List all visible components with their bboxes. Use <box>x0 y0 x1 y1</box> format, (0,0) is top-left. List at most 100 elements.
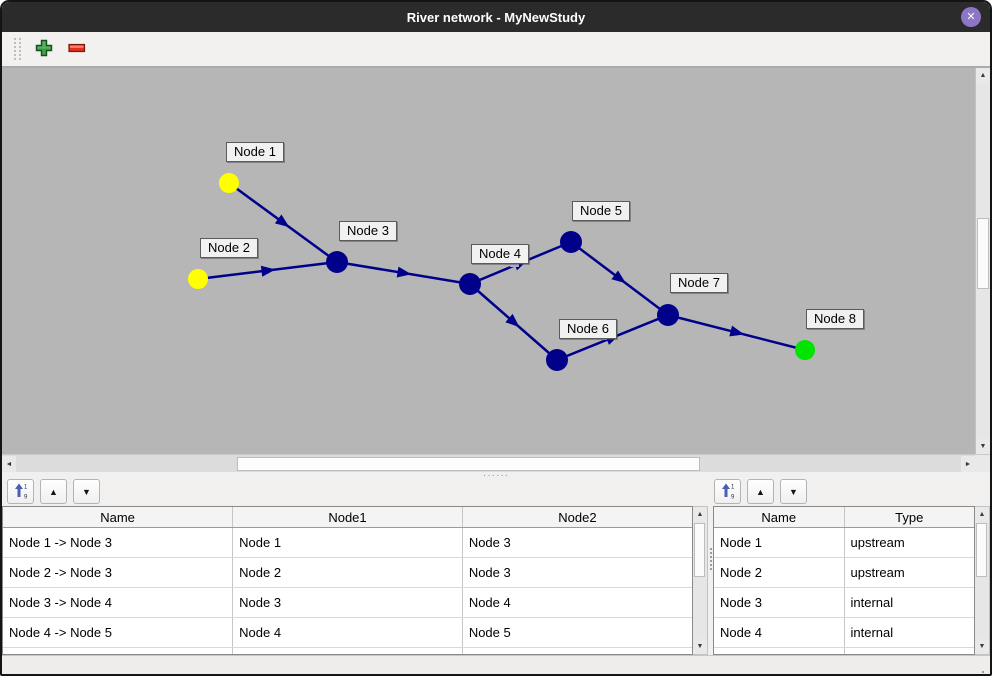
reaches-table-scrollbar[interactable]: ▲ ▼ <box>693 506 708 655</box>
table-cell[interactable]: Node 4 -> Node 5 <box>3 617 234 648</box>
node-label[interactable]: Node 2 <box>200 238 258 258</box>
reaches-sort-button[interactable]: 1 9 <box>7 479 34 504</box>
table-cell[interactable]: Node 2 <box>232 557 463 588</box>
nodes-move-up-button[interactable]: ▲ <box>747 479 774 504</box>
vertical-scroll-thumb[interactable] <box>977 218 989 289</box>
close-icon: ✕ <box>966 11 976 23</box>
window-title: River network - MyNewStudy <box>406 9 586 25</box>
splitter-dots <box>710 548 712 570</box>
scroll-right-icon[interactable]: ► <box>961 456 975 472</box>
horizontal-splitter[interactable]: ······ <box>2 471 990 481</box>
scrollbar-corner <box>975 454 990 472</box>
table-cell[interactable]: Node 1 -> Node 3 <box>3 527 234 558</box>
node-label[interactable]: Node 4 <box>471 244 529 264</box>
column-header[interactable]: Name <box>3 507 234 528</box>
node-label[interactable]: Node 7 <box>670 273 728 293</box>
column-header[interactable]: Node1 <box>232 507 463 528</box>
remove-node-button[interactable] <box>64 36 90 62</box>
table-cell[interactable]: Node 2 <box>714 557 845 588</box>
table-cell[interactable]: Node 3 <box>462 557 692 588</box>
network-node[interactable] <box>326 251 348 273</box>
reaches-move-up-button[interactable]: ▲ <box>40 479 67 504</box>
scroll-down-icon[interactable]: ▼ <box>976 439 990 454</box>
table-row[interactable] <box>714 647 974 654</box>
table-cell[interactable]: Node 2 -> Node 3 <box>3 557 234 588</box>
table-cell[interactable] <box>3 647 234 654</box>
table-cell[interactable]: Node 3 -> Node 4 <box>3 587 234 618</box>
scroll-left-icon[interactable]: ◄ <box>2 456 16 472</box>
network-node[interactable] <box>459 273 481 295</box>
nodes-move-down-button[interactable]: ▼ <box>780 479 807 504</box>
svg-text:1: 1 <box>731 484 735 490</box>
scroll-down-icon[interactable]: ▼ <box>693 639 707 654</box>
node-label[interactable]: Node 1 <box>226 142 284 162</box>
table-cell[interactable]: Node 1 <box>232 527 463 558</box>
scroll-up-icon[interactable]: ▲ <box>693 507 707 522</box>
column-header[interactable]: Node2 <box>462 507 692 528</box>
nodes-scroll-thumb[interactable] <box>976 523 987 577</box>
network-node[interactable] <box>188 269 208 289</box>
plus-icon <box>35 39 53 60</box>
svg-text:1: 1 <box>24 484 28 490</box>
table-cell[interactable] <box>232 647 463 654</box>
table-cell[interactable]: Node 4 <box>462 587 692 618</box>
scroll-up-icon[interactable]: ▲ <box>975 507 989 522</box>
node-label[interactable]: Node 3 <box>339 221 397 241</box>
network-svg <box>188 173 815 371</box>
table-cell[interactable] <box>844 647 974 654</box>
column-header[interactable]: Name <box>714 507 845 528</box>
table-cell[interactable]: internal <box>844 587 974 618</box>
network-node[interactable] <box>546 349 568 371</box>
table-cell[interactable]: Node 5 <box>462 617 692 648</box>
table-cell[interactable]: Node 4 <box>232 617 463 648</box>
scroll-down-icon[interactable]: ▼ <box>975 639 989 654</box>
river-network-canvas[interactable]: Node 1 Node 2 Node 3 Node 4 Node 5 Node 6 Node… <box>2 68 975 454</box>
table-cell[interactable]: Node 1 <box>714 527 845 558</box>
node-label[interactable]: Node 6 <box>559 319 617 339</box>
add-node-button[interactable] <box>31 36 57 62</box>
resize-grip-icon[interactable] <box>982 671 984 673</box>
table-cell[interactable]: Node 3 <box>232 587 463 618</box>
nodes-toolbar: 1 9 ▲ ▼ <box>714 479 807 504</box>
nodes-table-scrollbar[interactable]: ▲ ▼ <box>975 506 990 655</box>
scroll-up-icon[interactable]: ▲ <box>976 68 990 83</box>
network-node[interactable] <box>560 231 582 253</box>
table-cell[interactable]: upstream <box>844 557 974 588</box>
table-cell[interactable]: Node 3 <box>714 587 845 618</box>
table-cell[interactable]: upstream <box>844 527 974 558</box>
network-node[interactable] <box>657 304 679 326</box>
canvas-horizontal-scrollbar[interactable]: ◄ ► <box>2 454 975 472</box>
nodes-sort-button[interactable]: 1 9 <box>714 479 741 504</box>
close-button[interactable]: ✕ <box>961 7 981 27</box>
reaches-move-down-button[interactable]: ▼ <box>73 479 100 504</box>
network-node[interactable] <box>219 173 239 193</box>
table-cell[interactable]: internal <box>844 617 974 648</box>
table-cell[interactable] <box>714 647 845 654</box>
horizontal-scroll-thumb[interactable] <box>237 457 700 471</box>
vertical-splitter[interactable] <box>708 506 713 655</box>
table-cell[interactable] <box>462 647 692 654</box>
column-header[interactable]: Type <box>844 507 974 528</box>
node-label[interactable]: Node 8 <box>806 309 864 329</box>
table-cell[interactable]: Node 4 <box>714 617 845 648</box>
network-node[interactable] <box>795 340 815 360</box>
reaches-scroll-thumb[interactable] <box>694 523 705 577</box>
table-row[interactable] <box>3 647 692 654</box>
node-label[interactable]: Node 5 <box>572 201 630 221</box>
toolbar-drag-handle[interactable] <box>14 38 21 60</box>
canvas-vertical-scrollbar[interactable]: ▲ ▼ <box>975 68 990 454</box>
title-bar[interactable]: River network - MyNewStudy ✕ <box>2 2 990 32</box>
table-cell[interactable]: Node 3 <box>462 527 692 558</box>
